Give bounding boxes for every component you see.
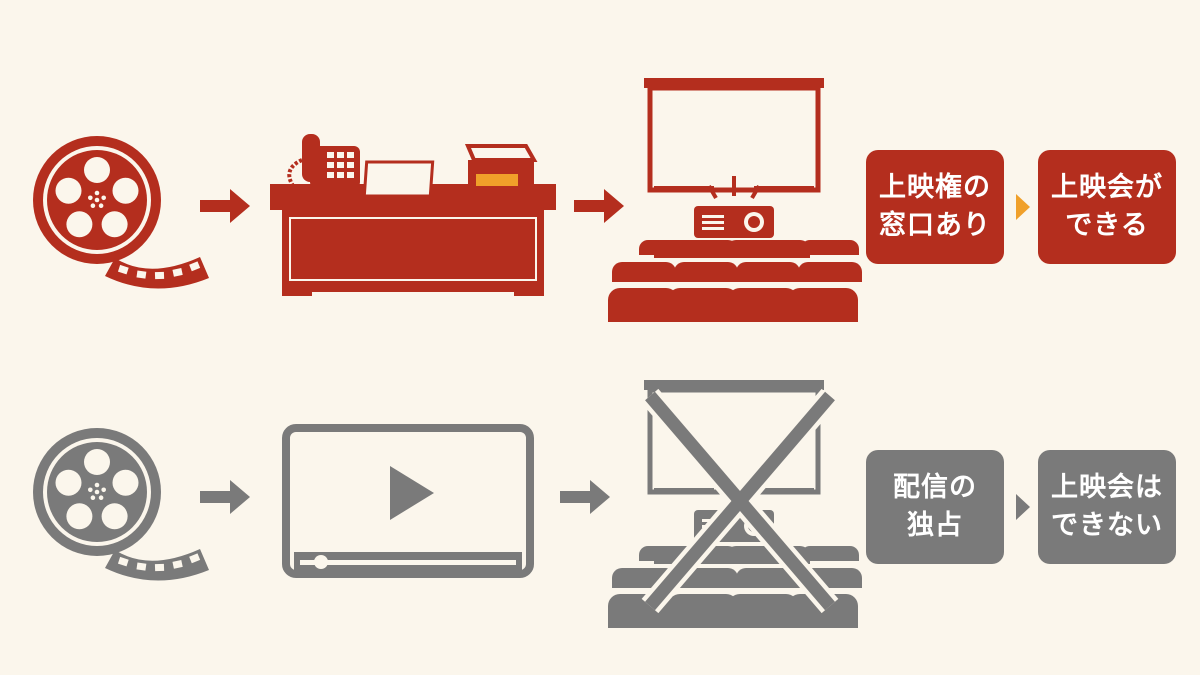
screening-impossible-line-1: 上映会は [1051, 472, 1163, 503]
row-1 [33, 78, 862, 322]
video-player-icon [282, 424, 534, 578]
theater-screening-icon [608, 78, 862, 322]
streaming-exclusive-line-2: 独占 [907, 510, 963, 541]
film-reel-icon [33, 428, 209, 581]
telephone-icon [287, 134, 360, 192]
arrow-icon [560, 480, 610, 514]
connector-arrow-icon [1016, 194, 1030, 220]
streaming-exclusive-box: 配信の 独占 [866, 450, 1004, 564]
rights-contact-line-1: 上映権の [879, 172, 991, 203]
document-tray-icon [464, 144, 538, 188]
arrow-icon [574, 189, 624, 223]
screening-possible-line-1: 上映会が [1051, 172, 1163, 203]
theater-crossed-out-icon [608, 380, 862, 628]
row-2 [33, 380, 862, 628]
screening-possible-line-2: できる [1065, 210, 1149, 241]
office-desk-icon [270, 134, 556, 296]
screening-impossible-box: 上映会は できない [1038, 450, 1176, 564]
rights-contact-box: 上映権の 窓口あり [866, 150, 1004, 264]
arrow-icon [200, 189, 250, 223]
connector-arrow-icon [1016, 494, 1030, 520]
arrow-icon [200, 480, 250, 514]
streaming-exclusive-line-1: 配信の [893, 472, 977, 503]
film-reel-icon [33, 136, 209, 289]
screening-possible-box: 上映会が できる [1038, 150, 1176, 264]
screening-impossible-line-2: できない [1051, 510, 1163, 541]
rights-contact-line-2: 窓口あり [879, 210, 991, 241]
